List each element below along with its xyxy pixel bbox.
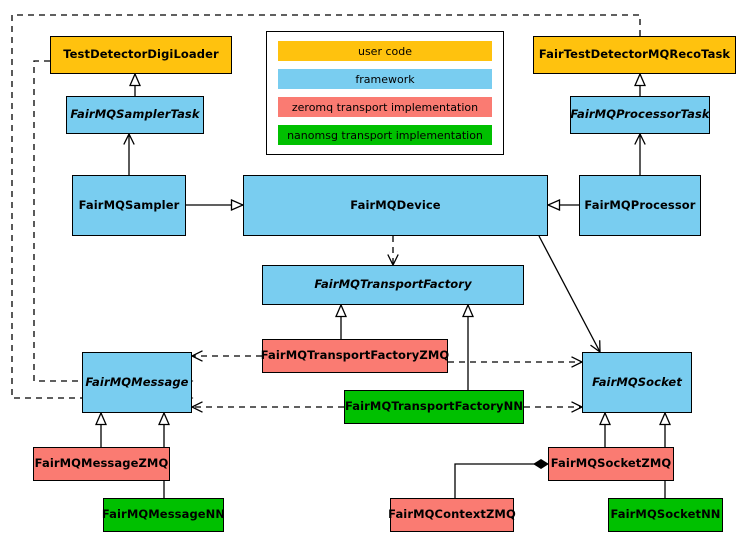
legend-item-user-code: user code: [278, 41, 492, 61]
class-node-fairmqsocketzmq[interactable]: FairMQSocketZMQ: [548, 447, 674, 481]
legend-item-nanomsg: nanomsg transport implementation: [278, 125, 492, 145]
class-node-label: FairMQTransportFactoryNN: [344, 399, 524, 414]
edge-socketzmq-composition-contextzmq: [454, 459, 549, 498]
class-node-fairtestdetectormqrecotask[interactable]: FairTestDetectorMQRecoTask: [533, 36, 736, 74]
class-node-fairmqprocessor[interactable]: FairMQProcessor: [579, 175, 701, 236]
class-node-fairmqsamplertask[interactable]: FairMQSamplerTask: [66, 96, 204, 134]
class-node-fairmqtransportfactoryzmq[interactable]: FairMQTransportFactoryZMQ: [260, 339, 450, 373]
class-node-fairmqsocketnn[interactable]: FairMQSocketNN: [608, 498, 723, 532]
legend-item-label: user code: [357, 44, 413, 58]
class-node-fairmqmessage[interactable]: FairMQMessage: [82, 352, 192, 413]
class-node-label: FairMQProcessor: [584, 197, 696, 212]
legend-item-label: zeromq transport implementation: [291, 100, 479, 114]
class-node-label: FairMQContextZMQ: [388, 507, 516, 522]
legend-item-label: framework: [355, 72, 415, 86]
class-node-fairmqtransportfactorynn[interactable]: FairMQTransportFactoryNN: [344, 390, 524, 424]
class-node-fairmqsampler[interactable]: FairMQSampler: [72, 175, 186, 236]
class-node-label: FairMQMessageNN: [101, 507, 226, 522]
legend-item-zeromq: zeromq transport implementation: [278, 97, 492, 117]
class-node-label: FairMQTransportFactoryZMQ: [260, 348, 450, 363]
class-node-label: FairMQProcessorTask: [570, 107, 710, 122]
class-node-fairmqmessagezmq[interactable]: FairMQMessageZMQ: [33, 447, 170, 481]
legend: user code framework zeromq transport imp…: [266, 31, 504, 155]
class-node-label: FairMQSampler: [78, 197, 180, 212]
class-node-label: TestDetectorDigiLoader: [63, 47, 219, 62]
class-node-fairmqcontextzmq[interactable]: FairMQContextZMQ: [388, 498, 516, 532]
class-node-label: FairMQSamplerTask: [70, 107, 200, 122]
edge-device-to-socket: [538, 235, 601, 354]
class-node-label: FairMQSocket: [592, 374, 682, 389]
class-node-label: FairMQMessageZMQ: [34, 456, 169, 471]
class-node-label: FairMQSocketNN: [610, 507, 721, 522]
class-node-fairmqprocessortask[interactable]: FairMQProcessorTask: [570, 96, 710, 134]
legend-item-label: nanomsg transport implementation: [287, 128, 483, 142]
class-node-label: FairMQMessage: [85, 374, 189, 389]
class-node-label: FairTestDetectorMQRecoTask: [538, 47, 731, 62]
class-node-label: FairMQSocketZMQ: [550, 456, 672, 471]
class-node-label: FairMQTransportFactory: [314, 277, 472, 292]
class-node-label: FairMQDevice: [350, 197, 441, 212]
legend-item-framework: framework: [278, 69, 492, 89]
class-node-testdetectordigiloader[interactable]: TestDetectorDigiLoader: [50, 36, 232, 74]
class-node-fairmqmessagenn[interactable]: FairMQMessageNN: [101, 498, 226, 532]
class-node-fairmqdevice[interactable]: FairMQDevice: [243, 175, 548, 236]
class-node-fairmqtransportfactory[interactable]: FairMQTransportFactory: [262, 265, 524, 305]
class-node-fairmqsocket[interactable]: FairMQSocket: [582, 352, 692, 413]
